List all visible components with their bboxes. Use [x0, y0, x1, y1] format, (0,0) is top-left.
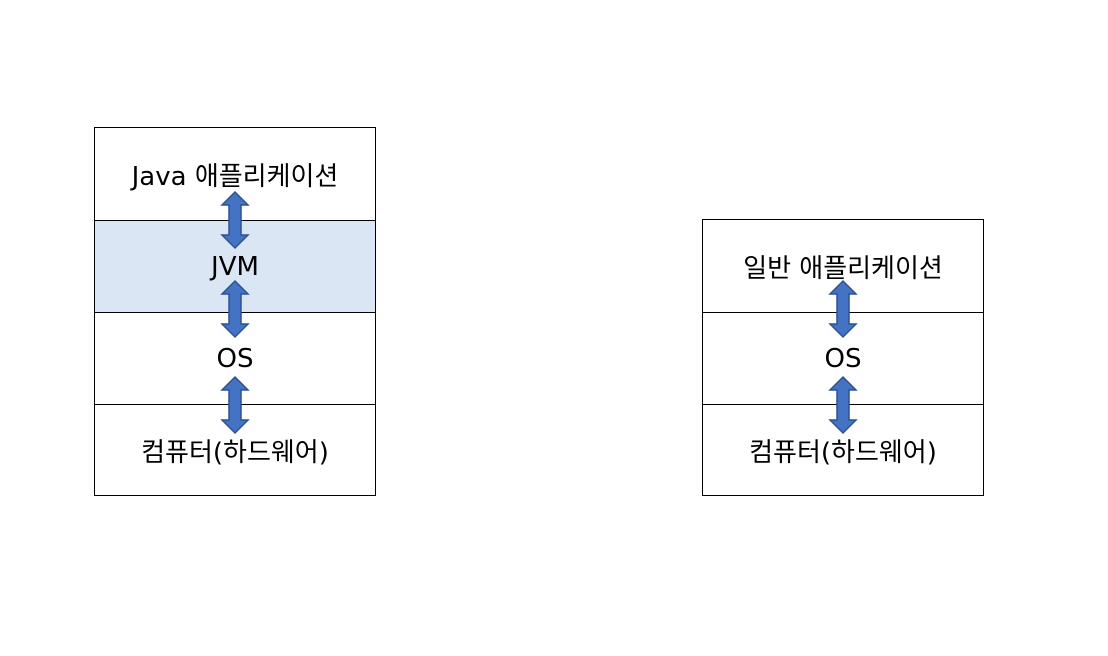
arrow-os-hardware-icon	[828, 375, 858, 435]
os-label: OS	[216, 343, 254, 374]
java-application-label: Java 애플리케이션	[131, 161, 339, 192]
general-architecture-stack: 일반 애플리케이션 OS 컴퓨터(하드웨어)	[702, 219, 984, 496]
arrow-os-hardware-icon	[220, 375, 250, 435]
java-application-layer: Java 애플리케이션	[95, 128, 375, 220]
java-architecture-stack: Java 애플리케이션 JVM OS 컴퓨터(하드웨어)	[94, 127, 376, 496]
hardware-label: 컴퓨터(하드웨어)	[749, 438, 937, 468]
arrow-jvm-os-icon	[220, 279, 250, 339]
jvm-label: JVM	[211, 251, 259, 282]
arrow-app-jvm-icon	[220, 190, 250, 250]
arrow-app-os-icon	[828, 279, 858, 339]
general-application-label: 일반 애플리케이션	[743, 253, 943, 284]
os-label: OS	[824, 343, 862, 374]
hardware-label: 컴퓨터(하드웨어)	[141, 438, 329, 468]
general-application-layer: 일반 애플리케이션	[703, 220, 983, 312]
hardware-layer: 컴퓨터(하드웨어)	[95, 404, 375, 496]
